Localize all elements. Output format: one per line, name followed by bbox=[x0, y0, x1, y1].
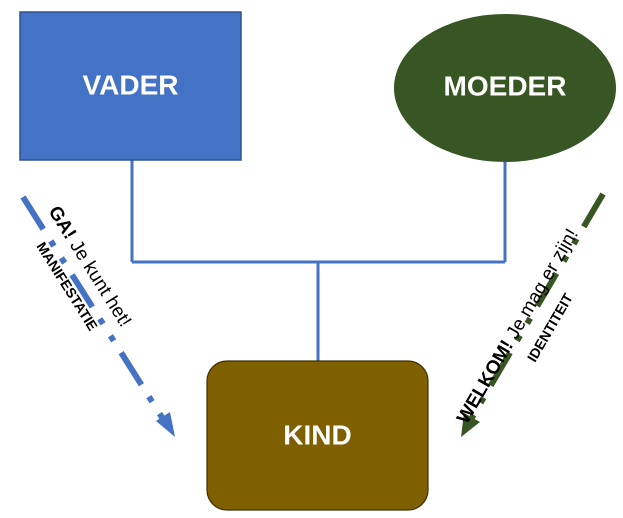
child-label: KIND bbox=[283, 419, 351, 450]
father-arrow: GA! Je kunt het! MANIFESTATIE bbox=[20, 195, 175, 437]
child-box bbox=[206, 360, 429, 511]
node-mother[interactable]: MOEDER bbox=[394, 14, 616, 162]
mother-arrow-text-bold: WELKOM! bbox=[453, 337, 518, 428]
mother-arrowhead-icon bbox=[461, 413, 480, 437]
parent-child-connector bbox=[130, 160, 507, 361]
father-label: VADER bbox=[83, 69, 179, 100]
mother-arrow: WELKOM! Je mag er zijn! IDENTITEIT bbox=[453, 192, 606, 437]
father-arrowhead-icon bbox=[156, 412, 175, 437]
father-box bbox=[19, 11, 242, 161]
mother-arrow-line bbox=[467, 192, 606, 423]
father-arrow-line bbox=[20, 195, 166, 421]
mother-label: MOEDER bbox=[444, 70, 567, 101]
node-child[interactable]: KIND bbox=[206, 360, 429, 511]
mother-ellipse bbox=[394, 14, 616, 162]
node-father[interactable]: VADER bbox=[19, 11, 242, 161]
mother-arrow-text: WELKOM! Je mag er zijn! bbox=[453, 225, 583, 427]
